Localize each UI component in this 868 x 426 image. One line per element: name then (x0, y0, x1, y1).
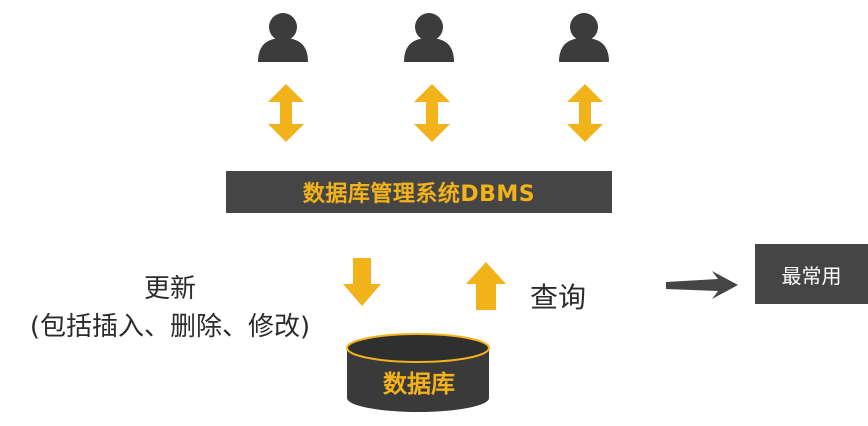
update-label: 更新 (包括插入、删除、修改) (0, 270, 340, 346)
database-cylinder-icon (346, 333, 490, 412)
user-icon (404, 13, 454, 62)
database-label: 数据库 (383, 370, 455, 398)
dbms-bar: 数据库管理系统DBMS (226, 171, 612, 213)
bidirectional-arrow-icon (268, 84, 304, 142)
update-label-detail: (包括插入、删除、修改) (29, 312, 311, 342)
bidirectional-arrow-icon (567, 84, 603, 142)
bidirectional-arrow-icon (414, 84, 450, 142)
dbms-label: 数据库管理系统DBMS (302, 182, 536, 207)
update-label-title: 更新 (143, 274, 196, 304)
common-box: 最常用 (755, 244, 868, 304)
up-arrow-icon (466, 262, 506, 310)
common-label: 最常用 (781, 263, 842, 288)
user-icon (258, 13, 308, 62)
down-arrow-icon (343, 258, 381, 306)
right-arrow-icon (666, 271, 738, 299)
query-label: 查询 (530, 281, 587, 314)
user-icon (559, 13, 609, 62)
